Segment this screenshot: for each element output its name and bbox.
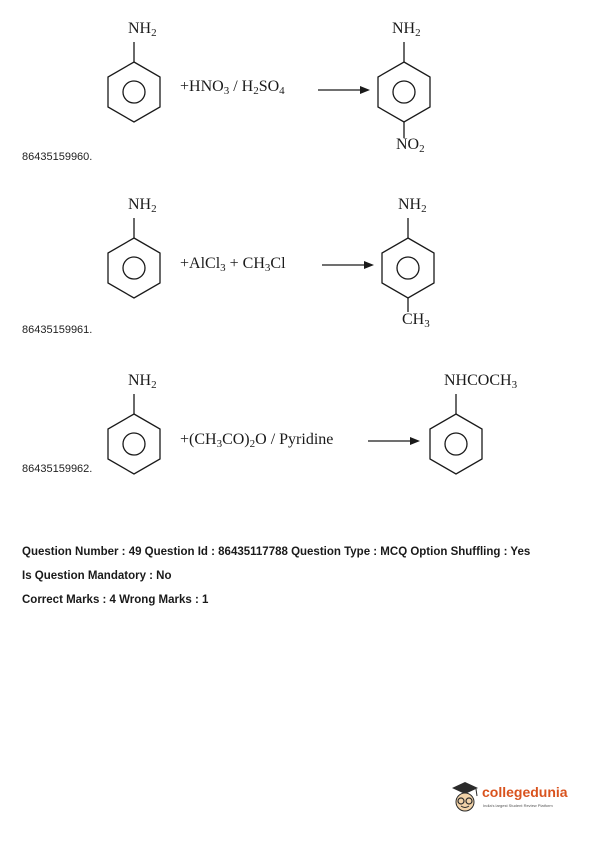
reaction-arrow (318, 86, 370, 94)
reagent-label: +(CH3CO)2O / Pyridine (180, 431, 334, 450)
reaction-arrow (322, 261, 374, 269)
product-top-group-label: NHCOCH3 (444, 372, 518, 391)
option-id: 86435159961. (22, 324, 93, 336)
reagent-label: +AlCl3 + CH3Cl (180, 255, 286, 274)
mascot-icon (452, 782, 478, 812)
benzene-ring-product (377, 42, 431, 138)
brand-name: collegedunia (482, 784, 568, 800)
question-meta-line: Question Number : 49 Question Id : 86435… (22, 546, 531, 558)
marks-line: Correct Marks : 4 Wrong Marks : 1 (22, 594, 209, 606)
collegedunia-logo: collegedunia India's largest Student Rev… (450, 780, 580, 816)
reaction-arrow (368, 437, 420, 445)
benzene-ring-reactant (107, 394, 161, 475)
option-id: 86435159962. (22, 463, 93, 475)
question-mandatory-line: Is Question Mandatory : No (22, 570, 172, 582)
benzene-ring-product (429, 394, 483, 475)
benzene-ring-reactant (107, 42, 161, 123)
brand-tagline: India's largest Student Review Platform (483, 803, 553, 808)
benzene-ring-product (381, 218, 435, 312)
reactant-group-label: NH2 (128, 196, 157, 215)
reagent-label: +HNO3 / H2SO4 (180, 78, 285, 97)
product-bottom-group-label: NO2 (396, 136, 425, 155)
product-top-group-label: NH2 (392, 20, 421, 39)
product-bottom-group-label: CH3 (402, 311, 430, 330)
reactant-group-label: NH2 (128, 20, 157, 39)
product-top-group-label: NH2 (398, 196, 427, 215)
option-id: 86435159960. (22, 151, 93, 163)
benzene-ring-reactant (107, 218, 161, 299)
reactant-group-label: NH2 (128, 372, 157, 391)
